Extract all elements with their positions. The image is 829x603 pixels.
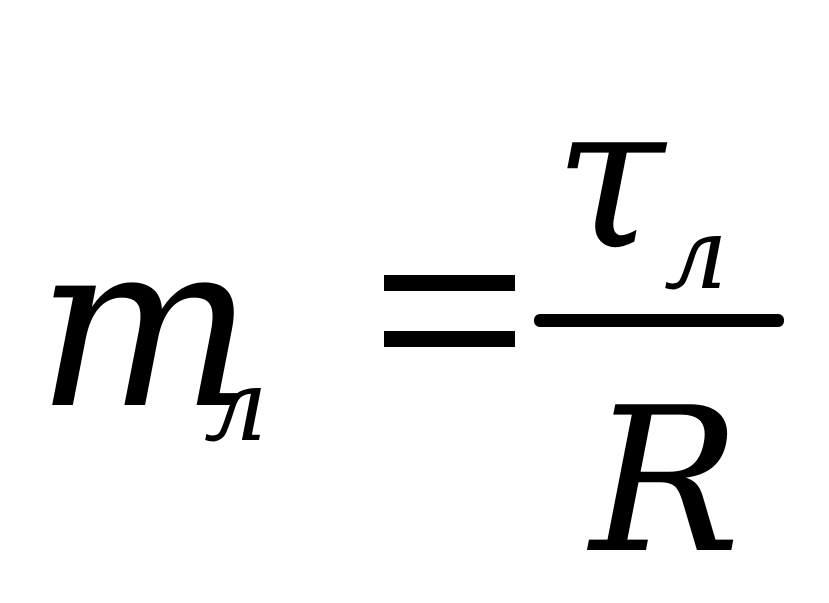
equals-bottom-bar — [384, 331, 515, 347]
fraction-line — [534, 314, 784, 327]
lhs-symbol: m — [36, 193, 255, 460]
numerator-symbol: τ — [554, 61, 665, 294]
numerator-subscript: л — [664, 195, 728, 312]
equals-top-bar — [384, 275, 515, 291]
lhs-subscript: л — [204, 347, 268, 464]
denominator-symbol: R — [590, 365, 741, 598]
